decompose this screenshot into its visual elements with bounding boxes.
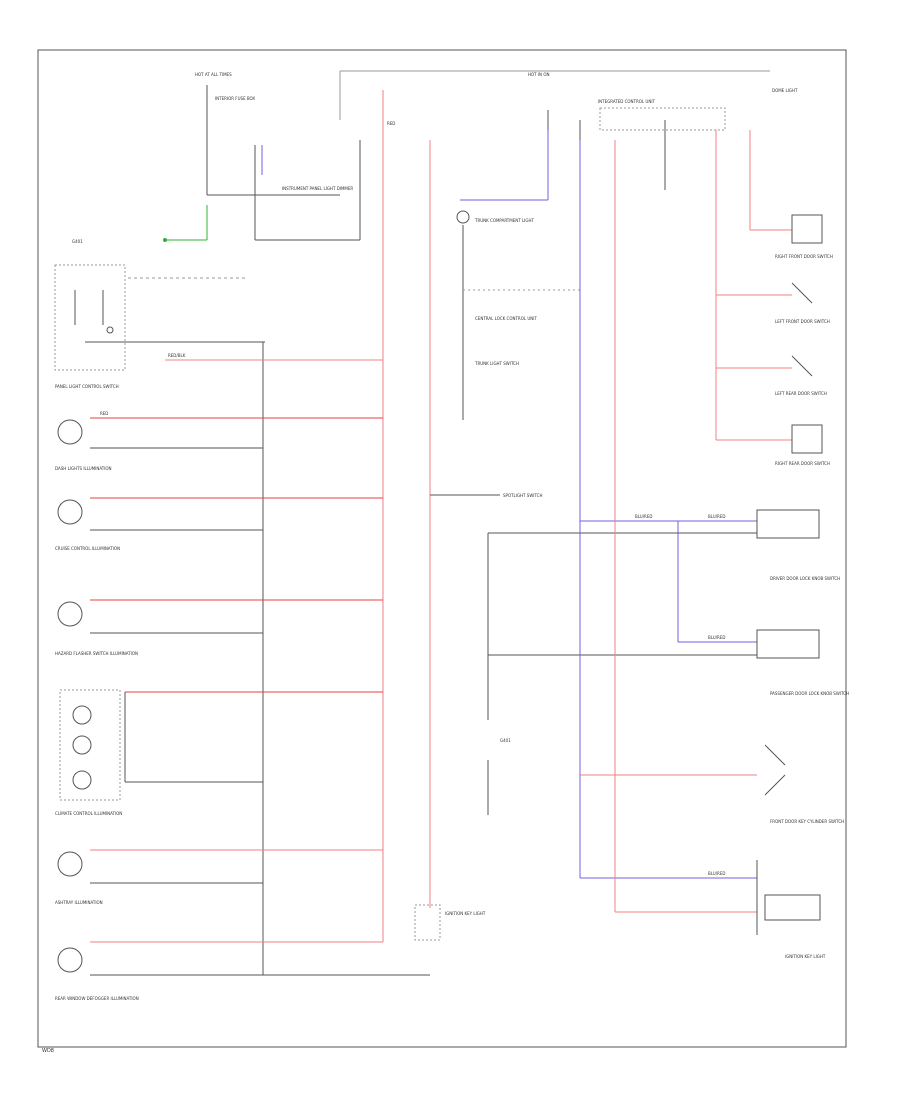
dome-light-label: DOME LIGHT	[772, 88, 798, 93]
center-ground: G401	[487, 532, 757, 815]
door-switches: RIGHT FRONT DOOR SWITCH LEFT FRONT DOOR …	[715, 130, 833, 466]
wire-label-blu-red-1: BLU/RED	[635, 514, 652, 519]
hazard-switch-light-label: HAZARD FLASHER SWITCH ILLUMINATION	[55, 651, 138, 656]
front-door-key-cylinder-label: FRONT DOOR KEY CYLINDER SWITCH	[770, 819, 844, 824]
climate-control-light-label: CLIMATE CONTROL ILLUMINATION	[55, 811, 122, 816]
wire-label-row2: RED	[100, 411, 108, 416]
right-rear-door-switch-label: RIGHT REAR DOOR SWITCH	[775, 461, 830, 466]
panel-light-control-switch-label: PANEL LIGHT CONTROL SWITCH	[55, 384, 119, 389]
integrated-control-unit-label: INTEGRATED CONTROL UNIT	[598, 99, 656, 104]
dash-dimmer-label: INSTRUMENT PANEL LIGHT DIMMER	[282, 186, 353, 191]
wire-label-blu-red-4: BLU/RED	[708, 871, 725, 876]
control-unit-feeds	[547, 110, 666, 190]
footer-code: WD8	[42, 1048, 54, 1054]
power-label-hot-in-on: HOT IN ON	[528, 72, 549, 77]
ashtray-light-label: ASHTRAY ILLUMINATION	[55, 900, 103, 905]
dash-lights-label: DASH LIGHTS ILLUMINATION	[55, 466, 112, 471]
left-front-door-switch-label: LEFT FRONT DOOR SWITCH	[775, 319, 830, 324]
illumination-rows: RED/BLK RED DASH LIGHTS ILLUMINATION CRU…	[55, 353, 430, 1001]
ground-label: G401	[72, 239, 83, 244]
top-header: HOT AT ALL TIMES HOT IN ON INTEGRATED CO…	[195, 70, 798, 131]
diagram-frame	[37, 49, 847, 1048]
spotlight-switch-label: SPOTLIGHT SWITCH	[503, 493, 542, 498]
wire-label-blu-red-2: BLU/RED	[708, 514, 725, 519]
passenger-door-lock-switch-label: PASSENGER DOOR LOCK KNOB SWITCH	[770, 691, 849, 696]
panel-light-control-switch: PANEL LIGHT CONTROL SWITCH	[54, 264, 265, 389]
left-rear-door-switch-label: LEFT REAR DOOR SWITCH	[775, 391, 827, 396]
key-cylinder: FRONT DOOR KEY CYLINDER SWITCH IGNITION …	[580, 140, 844, 959]
center-ground-label: G401	[500, 738, 511, 743]
lock-switches: BLU/RED BLU/RED BLU/RED BLU/RED DRIVER D…	[579, 140, 849, 879]
trunk-compartment-light-label: TRUNK COMPARTMENT LIGHT	[474, 218, 534, 223]
trunk-light-switch-label: TRUNK LIGHT SWITCH	[474, 361, 519, 366]
fuse-box-area: INTERIOR FUSE BOX G401 INSTRUMENT PANEL …	[72, 85, 361, 279]
right-front-door-switch-label: RIGHT FRONT DOOR SWITCH	[775, 254, 833, 259]
trunk-light-area: TRUNK COMPARTMENT LIGHT TRUNK LIGHT SWIT…	[414, 130, 580, 941]
red-bus-label: RED	[387, 121, 395, 126]
cruise-control-light-label: CRUISE CONTROL ILLUMINATION	[55, 546, 120, 551]
ignition-key-light-label: IGNITION KEY LIGHT	[445, 911, 486, 916]
power-label-hot-at-all-times: HOT AT ALL TIMES	[195, 72, 232, 77]
rear-window-defogger-light-label: REAR WINDOW DEFOGGER ILLUMINATION	[55, 996, 139, 1001]
driver-door-lock-switch-label: DRIVER DOOR LOCK KNOB SWITCH	[770, 576, 840, 581]
wire-label-row1: RED/BLK	[168, 353, 186, 358]
wire-label-blu-red-3: BLU/RED	[708, 635, 725, 640]
interior-fuse-box-label: INTERIOR FUSE BOX	[215, 96, 255, 101]
ignition-key-switch-label: IGNITION KEY LIGHT	[785, 954, 826, 959]
central-lock-unit-label: CENTRAL LOCK CONTROL UNIT	[475, 316, 537, 321]
main-buses: RED	[262, 90, 431, 975]
